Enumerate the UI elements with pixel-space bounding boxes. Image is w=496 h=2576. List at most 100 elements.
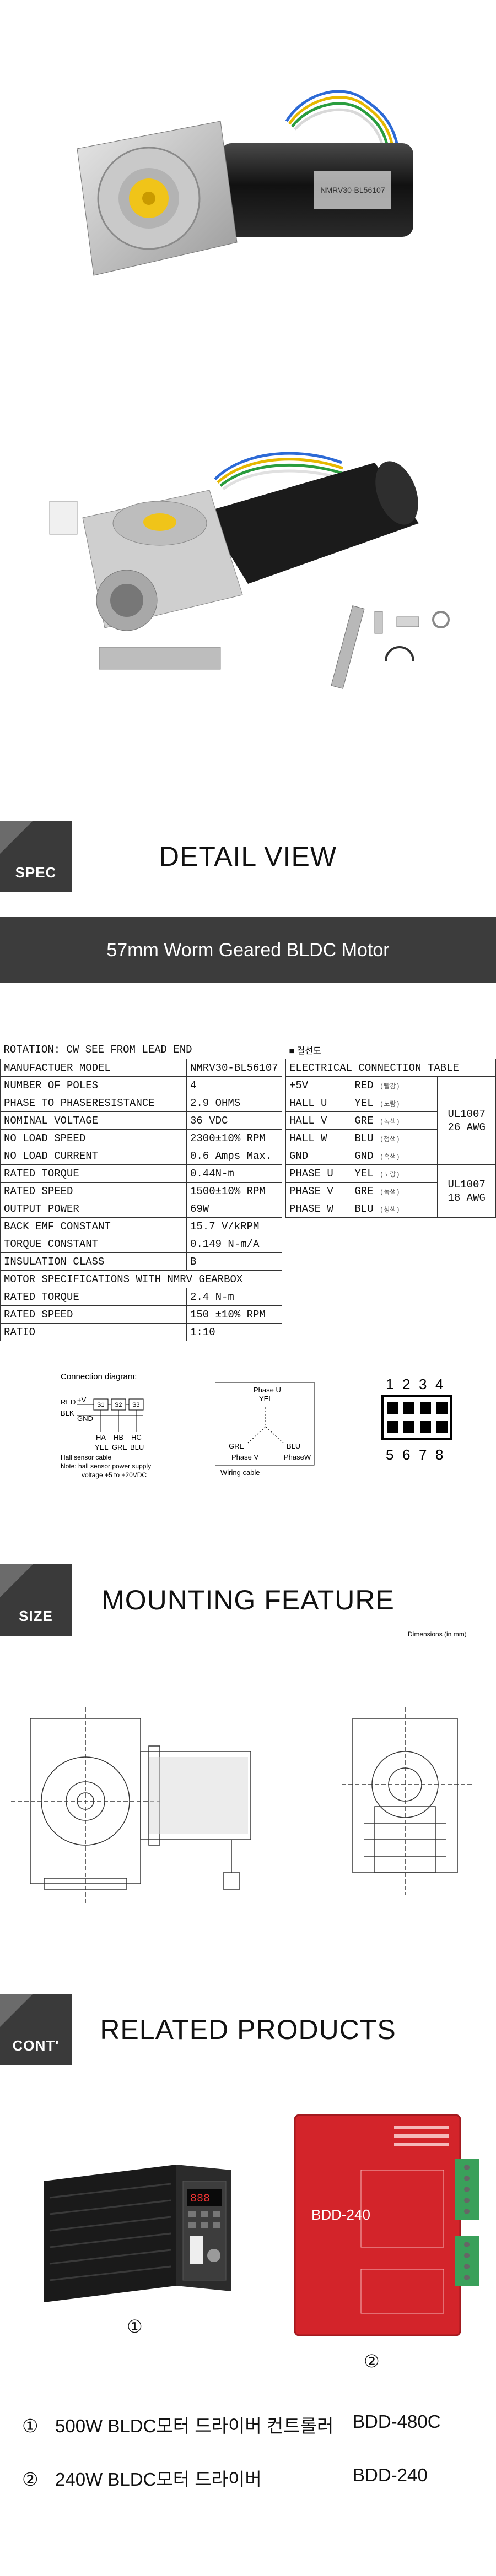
spec-value: 36 VDC [186,1111,282,1130]
size-section-header: SIZE MOUNTING FEATURE [0,1564,496,1636]
spec-value: 0.149 N-m/A [186,1235,282,1253]
conn-color: YEL (노랑) [351,1164,438,1183]
conn-caption: ■ 결선도 [289,1046,321,1056]
motor-label: NMRV30-BL56107 [320,186,385,194]
conn-color: YEL (노랑) [351,1094,438,1112]
svg-text:PhaseW: PhaseW [284,1453,311,1461]
svg-text:YEL: YEL [95,1443,109,1451]
svg-text:3: 3 [419,1377,427,1392]
spec-caption: ROTATION: CW SEE FROM LEAD END [0,1041,282,1059]
svg-text:5: 5 [386,1446,393,1463]
conn-signal: HALL W [285,1129,352,1147]
spec-label: TORQUE CONSTANT [0,1235,187,1253]
spec-label: PHASE TO PHASERESISTANCE [0,1094,187,1112]
cont-section-header: CONT' RELATED PRODUCTS [0,1994,496,2065]
spec-label: INSULATION CLASS [0,1252,187,1271]
gearbox-caption: MOTOR SPECIFICATIONS WITH NMRV GEARBOX [0,1270,282,1288]
conn-color: BLU (청색) [351,1129,438,1147]
mounting-feature-title: MOUNTING FEATURE [101,1585,395,1615]
spec-label: NUMBER OF POLES [0,1076,187,1094]
conn-signal: GND [285,1147,352,1165]
spec-label: RATED TORQUE [0,1288,187,1306]
related-products-title: RELATED PRODUCTS [100,2014,396,2045]
related-item-1-model: BDD-480C [353,2411,441,2432]
spec-value: 1500±10% RPM [186,1182,282,1200]
connector-pinout: 1 2 3 4 5 6 7 8 [381,1377,452,1463]
svg-text:RED: RED [61,1398,76,1406]
svg-text:YEL: YEL [259,1395,273,1403]
spec-label: NO LOAD CURRENT [0,1147,187,1165]
svg-text:7: 7 [419,1446,427,1463]
svg-text:Phase U: Phase U [254,1386,281,1394]
conn-color: BLU (청색) [351,1200,438,1218]
related-item-2-model: BDD-240 [353,2465,428,2485]
spec-value: 150 ±10% RPM [186,1305,282,1324]
conn-color: GRE (녹색) [351,1111,438,1130]
svg-text:voltage +5 to +20VDC: voltage +5 to +20VDC [82,1471,147,1479]
svg-text:S2: S2 [115,1402,122,1408]
spec-label: OUTPUT POWER [0,1200,187,1218]
product-driver-photo: BDD-240 [294,2114,479,2336]
product-2-number: ② [364,2351,380,2371]
motor-photo-front: NMRV30-BL56107 [77,90,413,276]
svg-text:4: 4 [435,1377,443,1392]
motor-photo-angled [49,452,450,689]
conn-signal: +5V [285,1076,352,1094]
spec-value: 4 [186,1076,282,1094]
related-item-2-name: 240W BLDC모터 드라이버 [55,2469,262,2490]
conn-color: GND (흑색) [351,1147,438,1165]
conn-color: RED (빨강) [351,1076,438,1094]
spec-value: 69W [186,1200,282,1218]
hall-connection-diagram: Connection diagram: RED +V BLK GND S1 S2… [61,1372,151,1479]
svg-text:HC: HC [131,1433,142,1441]
svg-text:888: 888 [190,2193,210,2205]
spec-label: RATED SPEED [0,1305,187,1324]
conn-signal: PHASE W [285,1200,352,1218]
spec-value: 0.44N-m [186,1164,282,1183]
svg-text:Note: hall sensor power supply: Note: hall sensor power supply [61,1462,151,1470]
spec-value: 2300±10% RPM [186,1129,282,1147]
conn-signal: PHASE U [285,1164,352,1183]
spec-label: MANUFACTUER MODEL [0,1059,187,1077]
product-banner: 57mm Worm Geared BLDC Motor [0,917,496,983]
spec-value: 1:10 [186,1323,282,1341]
spec-value: 0.6 Amps Max. [186,1147,282,1165]
spec-tab: SPEC [0,821,72,892]
spec-section-header: SPEC DETAIL VIEW [0,821,496,892]
spec-table: ROTATION: CW SEE FROM LEAD END MANUFACTU… [0,1041,282,1341]
spec-label: RATIO [0,1323,187,1341]
dimensions-note: Dimensions (in mm) [408,1630,467,1638]
spec-value: 15.7 V/kRPM [186,1217,282,1235]
spec-value: 2.4 N-m [186,1288,282,1306]
svg-text:HA: HA [96,1433,106,1441]
svg-text:GRE: GRE [112,1443,128,1451]
spec-value: 2.9 OHMS [186,1094,282,1112]
svg-text:BLU: BLU [130,1443,144,1451]
spec-label: RATED TORQUE [0,1164,187,1183]
cont-tab: CONT' [0,1994,72,2065]
conn-color: GRE (녹색) [351,1182,438,1200]
svg-text:GRE: GRE [229,1442,245,1450]
related-item-1-name: 500W BLDC모터 드라이버 컨트롤러 [55,2416,334,2436]
